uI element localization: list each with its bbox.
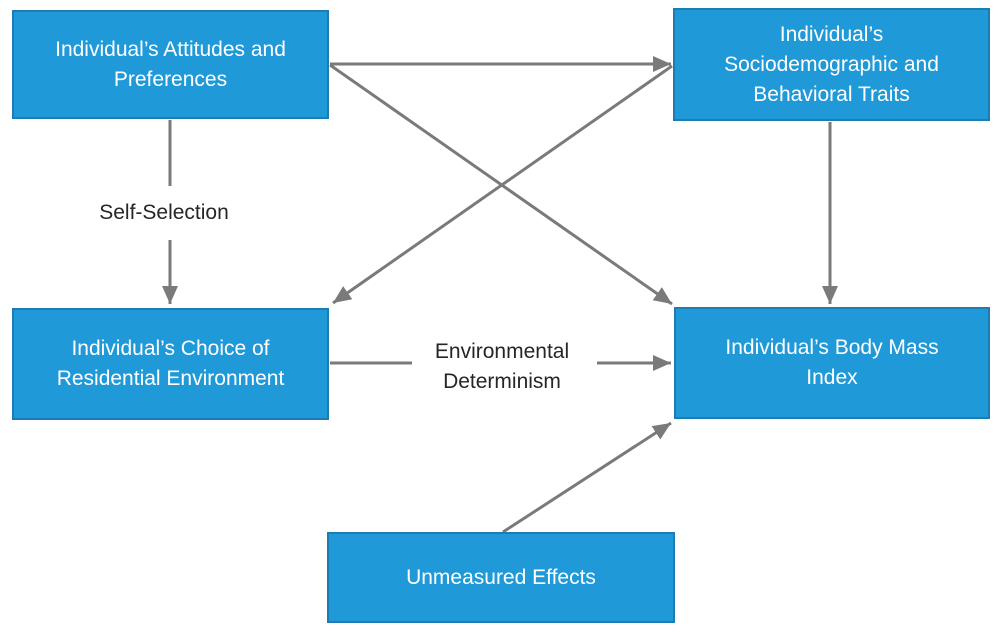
edge-label-text: Self-Selection: [99, 201, 229, 224]
node-sociodemographic-traits: Individual’s Sociodemographic and Behavi…: [673, 8, 990, 121]
node-label-line: Preferences: [113, 67, 228, 91]
node-label-line: Individual’s Attitudes and: [55, 37, 286, 61]
node-body-mass-index: Individual’s Body Mass Index: [674, 307, 990, 419]
node-label: Individual’s Body Mass Index: [725, 333, 938, 393]
node-label: Unmeasured Effects: [406, 563, 596, 593]
arrow-unmeasured-to-bmi: [502, 421, 672, 534]
node-label: Individual’s Sociodemographic and Behavi…: [724, 20, 939, 110]
node-label-line: Behavioral Traits: [753, 82, 910, 106]
node-label-line: Index: [806, 366, 858, 389]
edge-label-environmental-determinism: Environmental Determinism: [435, 337, 569, 397]
node-residential-environment-choice: Individual’s Choice of Residential Envir…: [12, 308, 329, 420]
node-label-line: Individual’s Body Mass: [725, 336, 939, 359]
node-label-line: Individual’s Choice of: [71, 337, 270, 360]
node-label-line: Unmeasured Effects: [406, 565, 596, 589]
node-attitudes-and-preferences: Individual’s Attitudes and Preferences: [12, 10, 329, 119]
node-label-line: Individual’s: [779, 22, 884, 46]
edge-label-self-selection: Self-Selection: [99, 198, 229, 228]
node-label: Individual’s Attitudes and Preferences: [55, 35, 286, 95]
node-label: Individual’s Choice of Residential Envir…: [57, 334, 285, 394]
node-unmeasured-effects: Unmeasured Effects: [327, 532, 675, 623]
node-label-line: Residential Environment: [56, 367, 285, 390]
edge-label-text: Determinism: [443, 370, 561, 393]
arrow-attitudes-to-bmi: [329, 63, 673, 306]
arrow-sociodemographic-to-residential: [332, 64, 673, 305]
node-label-line: Sociodemographic and: [724, 52, 939, 76]
edge-label-text: Environmental: [434, 340, 570, 363]
